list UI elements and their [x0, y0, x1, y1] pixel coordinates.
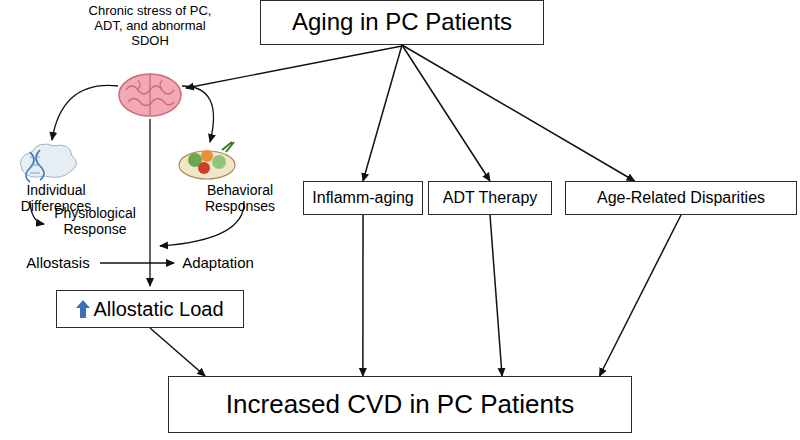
connector-arrow — [402, 45, 635, 181]
outcome-box: Allostatic Load — [56, 290, 244, 328]
connector-arrow — [490, 215, 502, 376]
box-text: Increased CVD in PC Patients — [226, 390, 574, 419]
box-text: Aging in PC Patients — [292, 9, 512, 35]
brain-icon — [119, 74, 181, 116]
factor-box: ADT Therapy — [428, 181, 552, 215]
connector-arrow — [363, 45, 402, 181]
connector-arrow — [362, 215, 364, 376]
food-icon — [179, 142, 235, 179]
connector-arrow — [600, 215, 681, 376]
connector-arrow — [150, 328, 205, 376]
box-text: Allostatic Load — [93, 298, 223, 320]
factor-box: Inflamm-aging — [303, 181, 423, 215]
result-box: Increased CVD in PC Patients — [168, 376, 632, 433]
process-label: Physiological Response — [47, 205, 143, 237]
factor-label: Behavioral Responses — [178, 182, 302, 214]
flow-arrows — [30, 46, 402, 286]
state-label: Allostasis — [18, 254, 98, 271]
box-text: Inflamm-aging — [312, 189, 413, 207]
factor-box: Age-Related Disparities — [565, 181, 797, 215]
stress-label: Chronic stress of PC, ADT, and abnormal … — [82, 4, 218, 49]
connector-arrow — [402, 45, 490, 181]
dna-icon — [20, 144, 76, 182]
box-text: ADT Therapy — [443, 189, 538, 207]
up-arrow-icon — [76, 300, 90, 318]
state-label: Adaptation — [176, 254, 260, 271]
box-text: Age-Related Disparities — [597, 189, 765, 207]
title-box: Aging in PC Patients — [260, 0, 544, 45]
